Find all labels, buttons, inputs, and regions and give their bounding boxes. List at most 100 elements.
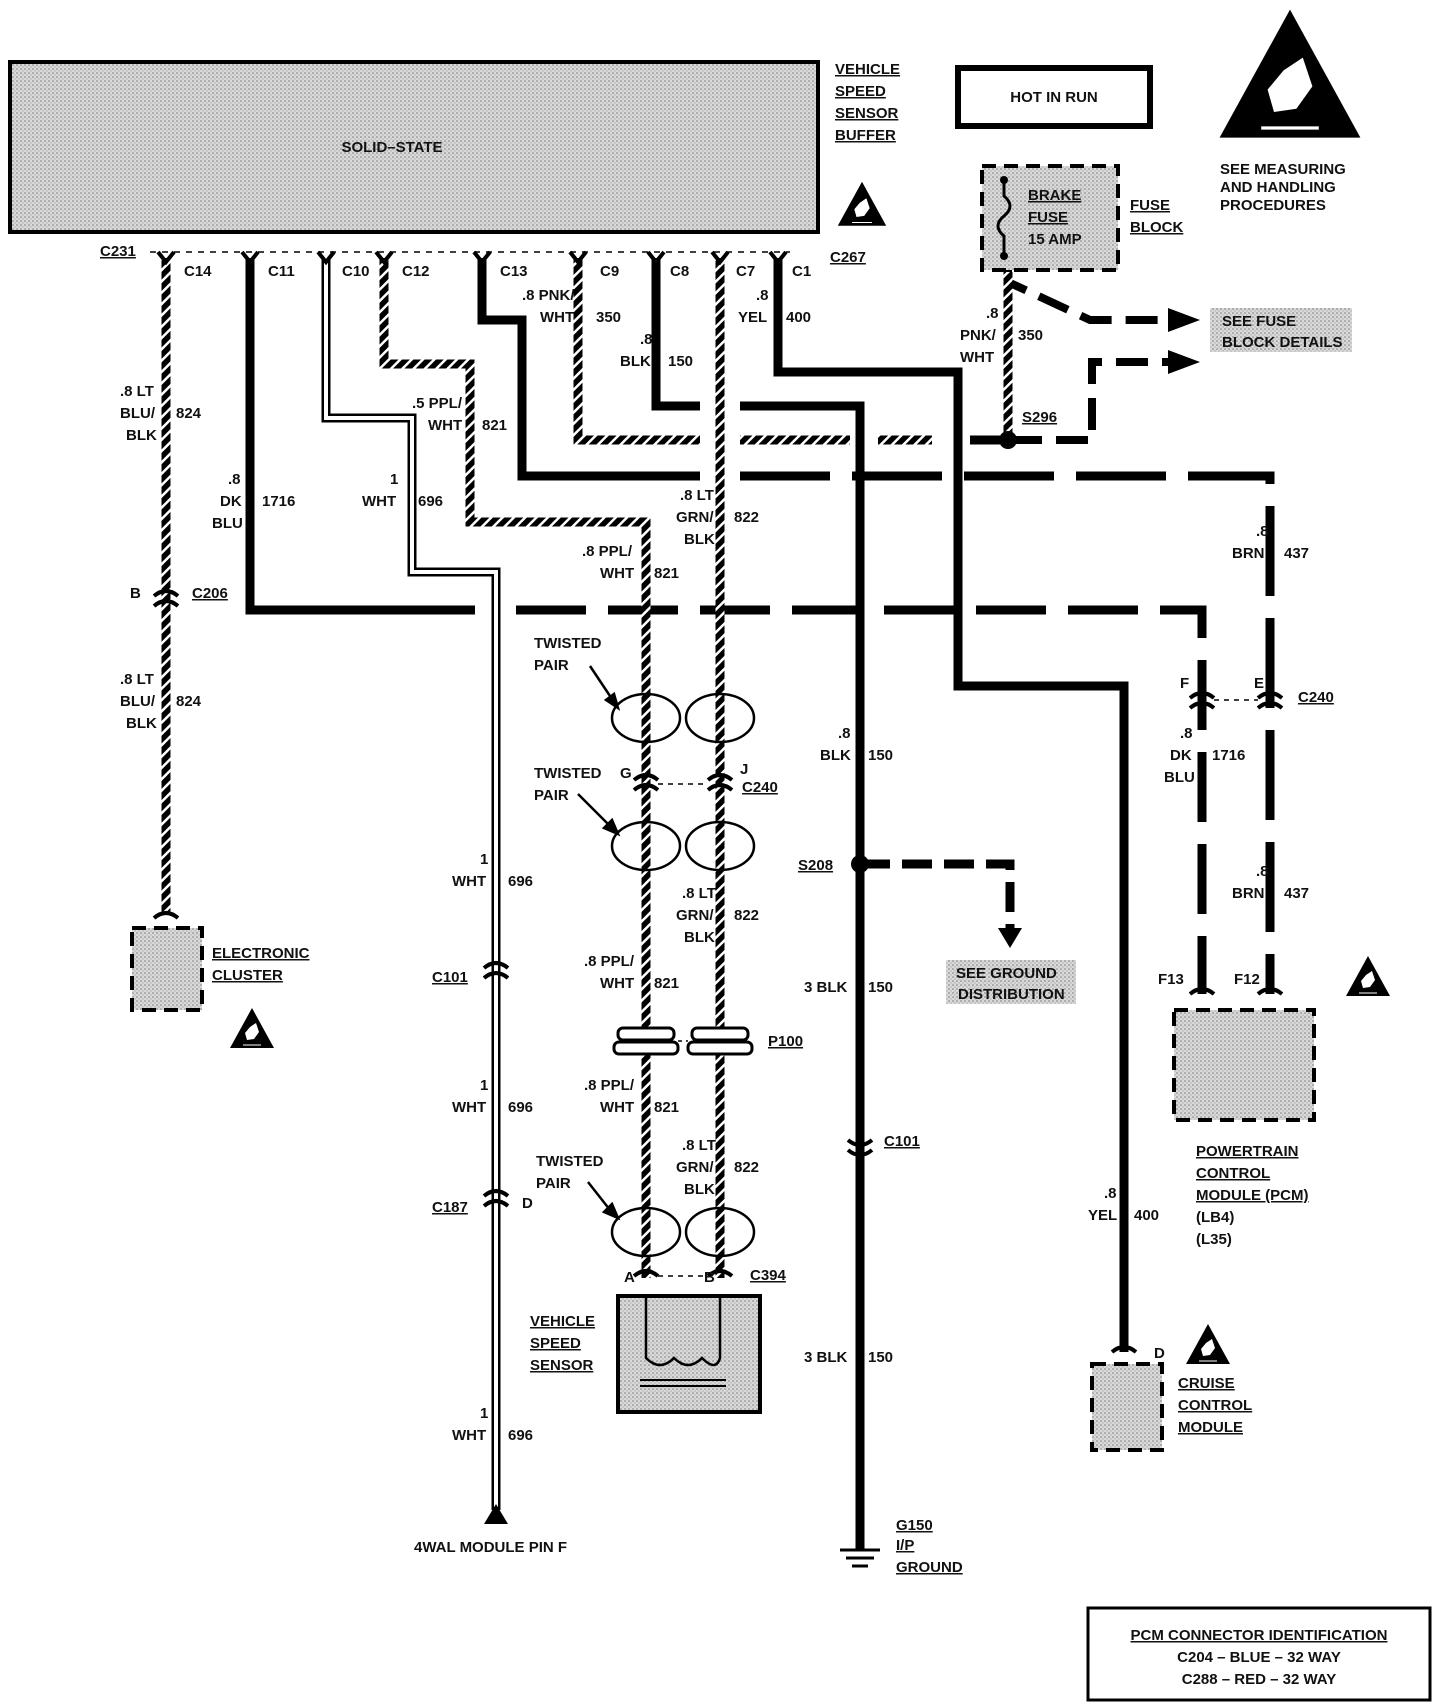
svg-text:1716: 1716 — [1212, 747, 1245, 764]
esd-warning-icon — [1185, 1323, 1231, 1365]
svg-text:CRUISE: CRUISE — [1178, 1375, 1235, 1392]
svg-text:.8 PPL/: .8 PPL/ — [584, 1077, 635, 1094]
svg-text:437: 437 — [1284, 885, 1309, 902]
svg-text:PCM CONNECTOR IDENTIFICATION: PCM CONNECTOR IDENTIFICATION — [1131, 1627, 1388, 1644]
svg-text:.8 PPL/: .8 PPL/ — [582, 543, 633, 560]
svg-text:.8: .8 — [1104, 1185, 1117, 1202]
wires — [161, 258, 1275, 1550]
svg-text:822: 822 — [734, 907, 759, 924]
svg-text:15 AMP: 15 AMP — [1028, 231, 1082, 248]
svg-text:DISTRIBUTION: DISTRIBUTION — [958, 986, 1065, 1003]
svg-text:C12: C12 — [402, 263, 430, 280]
svg-text:TWISTED: TWISTED — [536, 1153, 604, 1170]
svg-text:696: 696 — [508, 1427, 533, 1444]
svg-text:.8 LT: .8 LT — [682, 885, 716, 902]
ground-distribution-ref: SEE GROUND DISTRIBUTION — [946, 960, 1076, 1004]
svg-text:350: 350 — [1018, 327, 1043, 344]
svg-text:C11: C11 — [268, 263, 295, 280]
connector-labels: C231 C267 C14 C11 C10 C12 C13 C9 C8 C7 C… — [100, 243, 866, 280]
svg-text:C288 – RED – 32 WAY: C288 – RED – 32 WAY — [1182, 1671, 1337, 1688]
svg-text:F13: F13 — [1158, 971, 1184, 988]
svg-text:GRN/: GRN/ — [676, 509, 714, 526]
svg-text:C13: C13 — [500, 263, 528, 280]
svg-text:821: 821 — [654, 565, 679, 582]
fuse-block-label: FUSE BLOCK — [1130, 197, 1183, 236]
svg-text:PNK/: PNK/ — [960, 327, 997, 344]
svg-text:824: 824 — [176, 693, 202, 710]
svg-text:.8 LT: .8 LT — [120, 383, 154, 400]
svg-text:400: 400 — [786, 309, 811, 326]
svg-text:WHT: WHT — [600, 975, 634, 992]
fuse-details-ref: SEE FUSE BLOCK DETAILS — [1210, 308, 1352, 352]
svg-text:.8: .8 — [986, 305, 999, 322]
svg-text:PAIR: PAIR — [534, 657, 569, 674]
svg-text:1: 1 — [480, 1077, 488, 1094]
svg-text:1: 1 — [480, 851, 488, 868]
svg-text:C187: C187 — [432, 1199, 468, 1216]
4wal-ref: 4WAL MODULE PIN F — [414, 1504, 567, 1556]
svg-text:WHT: WHT — [452, 873, 486, 890]
svg-text:P100: P100 — [768, 1033, 803, 1050]
svg-text:.8 PNK/: .8 PNK/ — [522, 287, 575, 304]
svg-text:824: 824 — [176, 405, 202, 422]
svg-text:DK: DK — [1170, 747, 1192, 764]
svg-text:E: E — [1254, 675, 1264, 692]
svg-text:BUFFER: BUFFER — [835, 127, 896, 144]
svg-text:FUSE: FUSE — [1028, 209, 1068, 226]
ground-label: G150 I/P GROUND — [896, 1517, 963, 1576]
svg-text:696: 696 — [418, 493, 443, 510]
svg-text:B: B — [704, 1269, 715, 1286]
svg-text:DK: DK — [220, 493, 242, 510]
svg-text:PAIR: PAIR — [536, 1175, 571, 1192]
svg-text:GRN/: GRN/ — [676, 907, 714, 924]
svg-text:BLK: BLK — [820, 747, 851, 764]
svg-text:4WAL MODULE PIN F: 4WAL MODULE PIN F — [414, 1539, 567, 1556]
svg-text:3 BLK: 3 BLK — [804, 1349, 848, 1366]
splices: S296 S208 — [798, 409, 1057, 874]
svg-text:350: 350 — [596, 309, 621, 326]
svg-text:BLOCK DETAILS: BLOCK DETAILS — [1222, 334, 1343, 351]
svg-text:C8: C8 — [670, 263, 689, 280]
svg-text:.5 PPL/: .5 PPL/ — [412, 395, 463, 412]
svg-text:(LB4): (LB4) — [1196, 1209, 1234, 1226]
svg-text:C101: C101 — [884, 1133, 920, 1150]
svg-text:696: 696 — [508, 873, 533, 890]
vssb-title: VEHICLE SPEED SENSOR BUFFER — [835, 61, 900, 144]
fuse-block: BRAKE FUSE 15 AMP — [980, 164, 1120, 272]
svg-text:SPEED: SPEED — [530, 1335, 581, 1352]
svg-text:BRN: BRN — [1232, 545, 1265, 562]
svg-text:.8 LT: .8 LT — [680, 487, 714, 504]
vssb-module: SOLID–STATE — [8, 60, 820, 234]
svg-text:150: 150 — [868, 979, 893, 996]
svg-text:B: B — [130, 585, 141, 602]
svg-text:821: 821 — [654, 975, 679, 992]
svg-text:WHT: WHT — [600, 1099, 634, 1116]
svg-text:BLU/: BLU/ — [120, 693, 156, 710]
svg-text:G150: G150 — [896, 1517, 933, 1534]
svg-text:150: 150 — [868, 1349, 893, 1366]
svg-text:1: 1 — [480, 1405, 488, 1422]
svg-text:VEHICLE: VEHICLE — [835, 61, 900, 78]
svg-text:PAIR: PAIR — [534, 787, 569, 804]
svg-text:FUSE: FUSE — [1130, 197, 1170, 214]
svg-text:CONTROL: CONTROL — [1178, 1397, 1252, 1414]
hot-in-run-label: HOT IN RUN — [1010, 89, 1098, 106]
svg-text:C9: C9 — [600, 263, 619, 280]
svg-text:.8 PPL/: .8 PPL/ — [584, 953, 635, 970]
svg-text:.8: .8 — [756, 287, 769, 304]
svg-text:MODULE (PCM): MODULE (PCM) — [1196, 1187, 1309, 1204]
svg-text:WHT: WHT — [428, 417, 462, 434]
svg-text:696: 696 — [508, 1099, 533, 1116]
esd-warning-icon — [1217, 7, 1363, 140]
svg-text:D: D — [1154, 1345, 1165, 1362]
svg-text:CONTROL: CONTROL — [1196, 1165, 1270, 1182]
esd-warning-icon — [229, 1007, 275, 1049]
svg-text:PROCEDURES: PROCEDURES — [1220, 197, 1326, 214]
svg-text:YEL: YEL — [738, 309, 767, 326]
svg-text:C7: C7 — [736, 263, 755, 280]
svg-text:821: 821 — [654, 1099, 679, 1116]
svg-text:WHT: WHT — [362, 493, 396, 510]
twisted-pair-labels: TWISTED PAIR TWISTED PAIR TWISTED PAIR — [534, 635, 604, 1192]
svg-text:BLK: BLK — [684, 531, 715, 548]
